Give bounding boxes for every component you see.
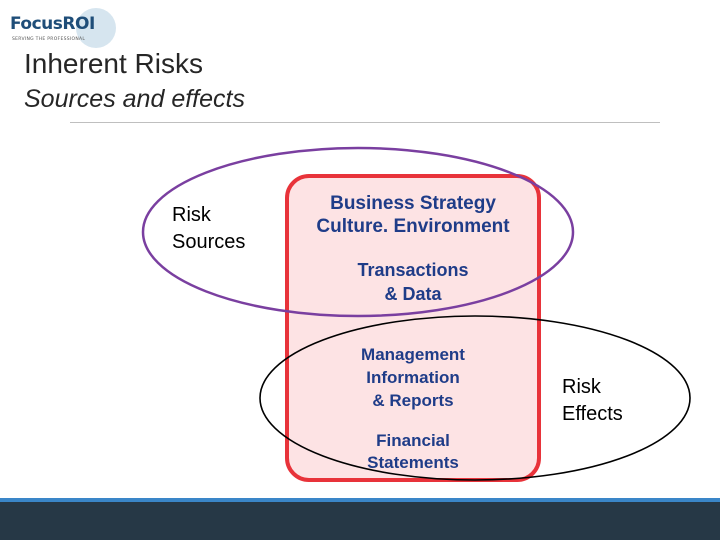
sources-line-2: Sources bbox=[172, 231, 246, 253]
risk-effects-ellipse bbox=[259, 315, 691, 481]
logo-brand: FocusROI bbox=[10, 14, 95, 34]
company-logo: FocusROI SERVING THE PROFESSIONAL bbox=[6, 6, 118, 48]
risk-sources-ellipse bbox=[141, 146, 575, 318]
title-divider bbox=[70, 122, 660, 123]
logo-tagline: SERVING THE PROFESSIONAL bbox=[12, 37, 86, 42]
slide-title: Inherent Risks bbox=[24, 48, 203, 79]
effects-line-2: Effects bbox=[562, 403, 623, 425]
layer-business-strategy: Business Strategy Culture. Environment bbox=[288, 192, 538, 238]
layer-line: Information bbox=[366, 368, 460, 387]
logo-emblem bbox=[76, 8, 116, 48]
layer-line: Business Strategy bbox=[330, 193, 496, 214]
layer-line: Management bbox=[361, 345, 465, 364]
layer-line: & Reports bbox=[372, 391, 454, 410]
layer-line: Transactions bbox=[357, 260, 469, 280]
layer-line: Culture. Environment bbox=[316, 216, 510, 237]
layer-line: Statements bbox=[367, 453, 459, 472]
slide-subtitle: Sources and effects bbox=[24, 85, 245, 113]
sources-line-1: Risk bbox=[172, 204, 211, 226]
effects-line-1: Risk bbox=[562, 376, 601, 398]
layer-financial-statements: Financial Statements bbox=[288, 430, 538, 474]
layer-line: Financial bbox=[376, 431, 450, 450]
layer-line: & Data bbox=[384, 284, 442, 304]
layer-management-information: Management Information & Reports bbox=[288, 343, 538, 412]
risk-effects-label: Risk Effects bbox=[562, 374, 623, 428]
footer-bar bbox=[0, 502, 720, 540]
footer-accent-bar bbox=[0, 498, 720, 502]
risk-sources-label: Risk Sources bbox=[172, 202, 245, 256]
layer-transactions-data: Transactions & Data bbox=[288, 258, 538, 306]
layers-box bbox=[285, 174, 541, 482]
